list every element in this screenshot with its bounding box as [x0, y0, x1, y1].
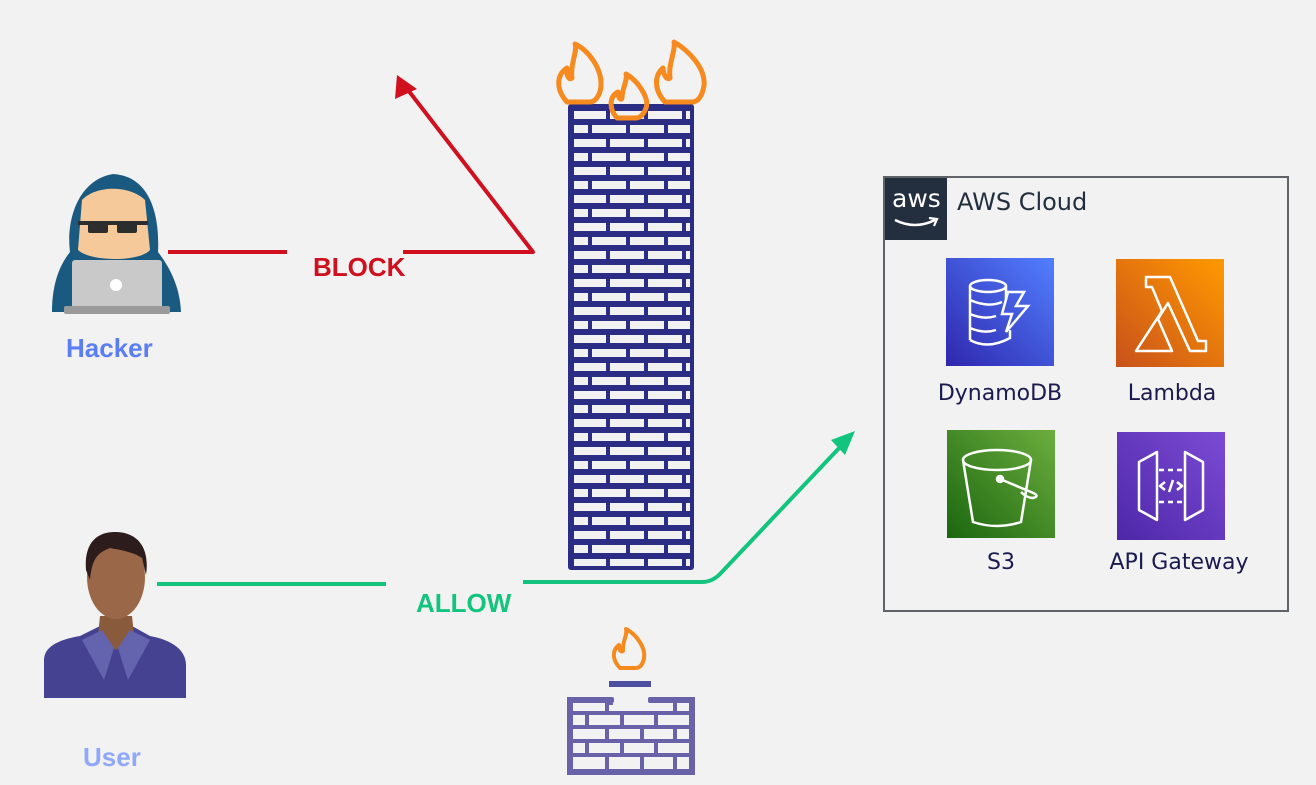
user-icon: [44, 532, 186, 698]
allow-label: ALLOW: [416, 588, 512, 618]
dynamodb-icon: [946, 258, 1054, 366]
lambda-icon: [1116, 259, 1224, 367]
api-gateway-label: API Gateway: [1109, 550, 1249, 575]
allow-arrowhead: [831, 431, 855, 455]
small-firewall-icon: [567, 627, 695, 775]
user-label: User: [83, 742, 141, 772]
flame-icons: [556, 39, 707, 121]
aws-logo-text: aws: [892, 184, 941, 213]
block-arrowhead: [395, 75, 417, 99]
hacker-label: Hacker: [66, 333, 153, 363]
lambda-label: Lambda: [1127, 381, 1217, 406]
firewall-icon: [556, 39, 707, 570]
dynamodb-label: DynamoDB: [937, 381, 1063, 406]
s3-label: S3: [987, 550, 1015, 575]
hacker-icon: [52, 174, 181, 314]
s3-bucket-icon: [947, 430, 1055, 538]
aws-logo-icon: aws: [885, 178, 947, 240]
aws-smile-icon: [894, 216, 939, 227]
aws-cloud-title: AWS Cloud: [957, 188, 1088, 216]
aws-cloud-group: aws AWS Cloud: [883, 176, 1289, 612]
block-flow-line: [168, 75, 535, 254]
allow-flow-line: [157, 431, 855, 586]
block-label: BLOCK: [313, 252, 406, 282]
api-gateway-icon: [1117, 432, 1225, 540]
